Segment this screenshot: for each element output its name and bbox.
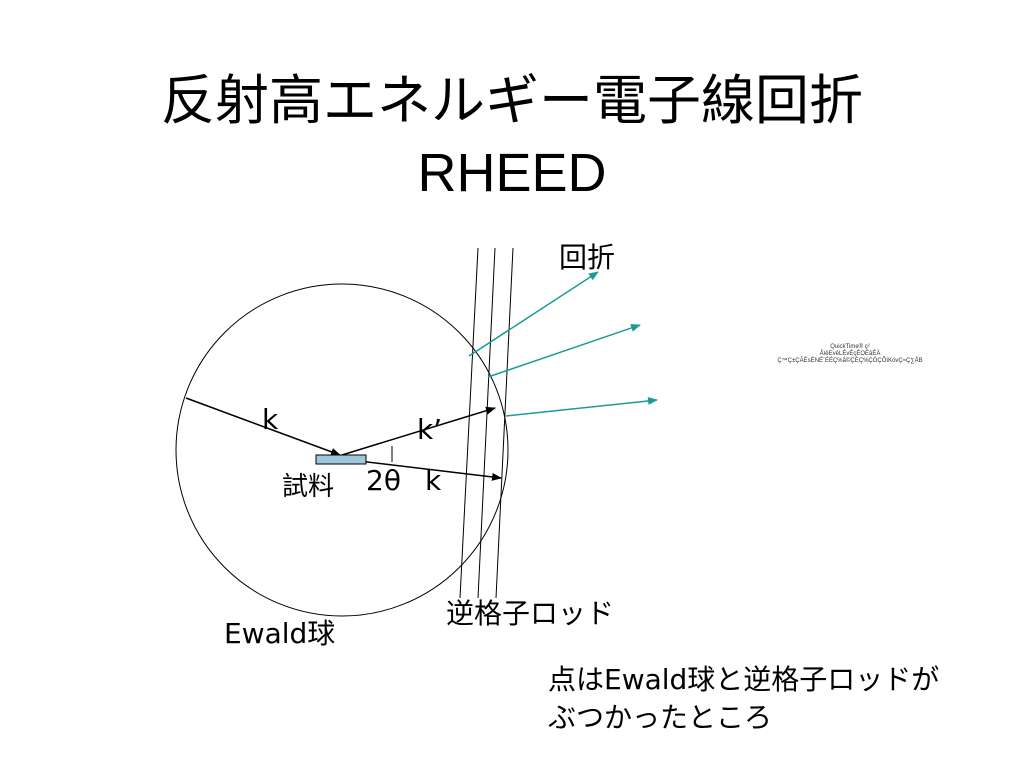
note-line-1: 点はEwald球と逆格子ロッドが <box>548 663 940 696</box>
diffracted-beam-3 <box>505 396 658 417</box>
note-line-2: ぶつかったところ <box>548 701 773 734</box>
placeholder-line-1: QuickTime® ç² <box>830 344 870 350</box>
sample-label: 試料 <box>282 472 335 502</box>
slide-title: 反射高エネルギー電子線回折 <box>161 69 863 132</box>
placeholder-line-2: ÅìêEvêLÉvÉçÉOÉâÉÄ <box>819 351 881 357</box>
ewald-sphere-label: Ewald球 <box>224 617 336 650</box>
k-prime-label: k’ <box>417 413 443 446</box>
diffraction-label: 回折 <box>559 241 616 274</box>
reciprocal-rod-1 <box>459 247 479 599</box>
ewald-sphere <box>175 283 509 617</box>
slide-subtitle: RHEED <box>417 143 607 203</box>
diffracted-beam-1 <box>468 271 599 357</box>
diffracted-wavevector-arrow <box>341 406 496 456</box>
sample-rect <box>315 454 367 465</box>
transmitted-wavevector-arrow <box>341 458 502 481</box>
incident-k-label: k <box>262 403 279 436</box>
incident-wavevector-arrow <box>185 397 341 456</box>
placeholder-line-3: Ç™Ç±ÇÃÉsÉNÉ`ÉÉÇ%å©ÇÈÇ%ÇÖÇÕïKóvÇ≈Ç∑ÅB <box>777 358 923 364</box>
quicktime-placeholder: QuickTime® ç² ÅìêEvêLÉvÉçÉOÉâÉÄ Ç™Ç±ÇÃÉs… <box>765 344 935 365</box>
transmitted-k-label: k <box>425 464 442 497</box>
reciprocal-rod-2 <box>477 247 496 599</box>
diffracted-beam-2 <box>487 324 641 378</box>
reciprocal-rod-3 <box>495 247 514 599</box>
reciprocal-rod-label: 逆格子ロッド <box>446 597 615 630</box>
two-theta-label: 2θ <box>366 464 401 497</box>
